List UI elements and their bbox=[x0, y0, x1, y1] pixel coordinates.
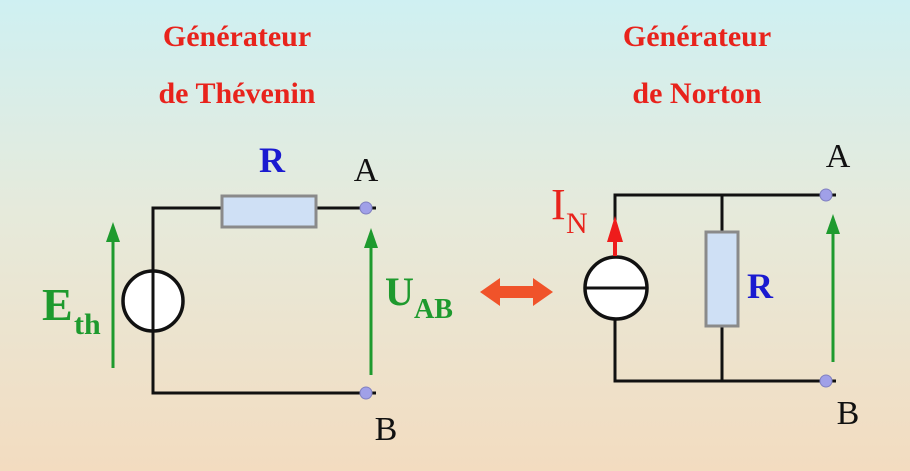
thevenin-title-line2: de Thévenin bbox=[159, 77, 316, 110]
norton-title-line1: Générateur bbox=[623, 20, 771, 53]
thevenin-terminal-b-label: B bbox=[375, 411, 398, 448]
in-subscript: N bbox=[566, 207, 588, 240]
uab-arrow-head-icon bbox=[364, 228, 378, 248]
eth-subscript: th bbox=[74, 308, 101, 341]
norton-bottom-wire bbox=[613, 319, 836, 383]
thevenin-circuit: R A B E th U AB bbox=[42, 140, 453, 448]
norton-voltage-arrow-head-icon bbox=[826, 214, 840, 234]
terminal-b-dot bbox=[359, 386, 373, 400]
in-arrow-head-icon bbox=[607, 216, 623, 242]
norton-title-line2: de Norton bbox=[632, 77, 761, 110]
thevenin-terminal-a-label: A bbox=[354, 152, 379, 189]
thevenin-resistor-label: R bbox=[259, 140, 286, 180]
thevenin-wires bbox=[151, 206, 376, 395]
norton-terminal-a-dot bbox=[819, 188, 833, 202]
norton-resistor bbox=[704, 230, 740, 328]
norton-resistor-label: R bbox=[747, 266, 774, 306]
thevenin-resistor bbox=[220, 194, 318, 229]
uab-label: U bbox=[385, 269, 414, 314]
norton-circuit: R A B I N bbox=[551, 138, 859, 432]
thevenin-title-line1: Générateur bbox=[163, 20, 311, 53]
norton-terminal-a-label: A bbox=[826, 138, 851, 175]
eth-arrow-head-icon bbox=[106, 222, 120, 242]
norton-terminal-b-dot bbox=[819, 374, 833, 388]
terminal-a-dot bbox=[359, 201, 373, 215]
uab-subscript: AB bbox=[414, 294, 453, 325]
eth-label: E bbox=[42, 279, 73, 330]
in-label: I bbox=[551, 180, 566, 229]
norton-terminal-b-label: B bbox=[837, 395, 860, 432]
equivalence-double-arrow-icon bbox=[480, 278, 553, 306]
